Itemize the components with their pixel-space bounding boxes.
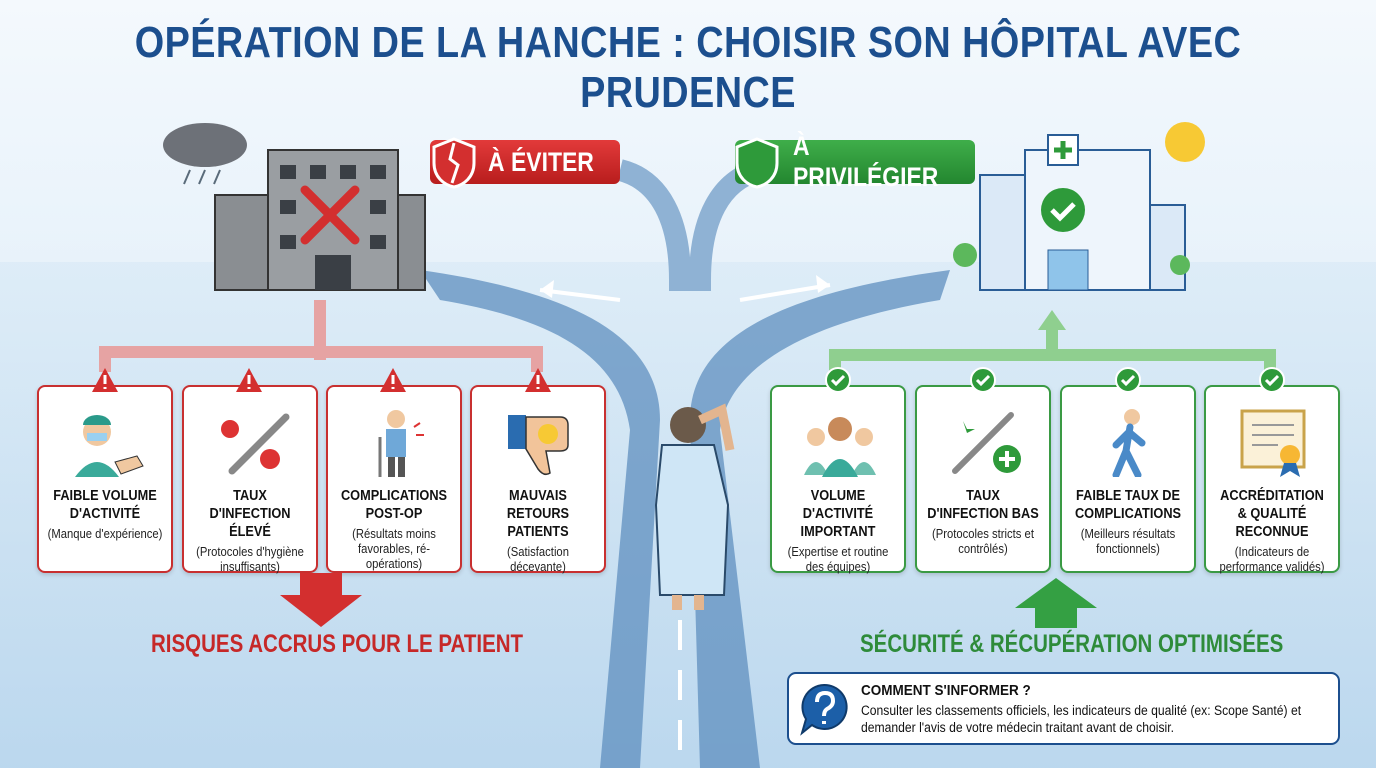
clean-scalpel-icon: [952, 412, 1021, 474]
check-shield-icon: [735, 137, 779, 189]
broken-shield-icon: [432, 137, 476, 189]
avoid-card-bad-reviews: MAUVAIS RETOURS PATIENTS (Satisfaction d…: [470, 385, 606, 574]
prefer-card-low-infection: TAUX D'INFECTION BAS (Protocoles stricts…: [915, 385, 1051, 573]
prefer-card-low-complications: FAIBLE TAUX DE COMPLICATIONS (Meilleurs …: [1060, 385, 1196, 573]
good-hospital-illustration: [953, 122, 1205, 291]
down-arrow-icon: [280, 573, 362, 627]
avoid-label: À ÉVITER: [488, 146, 594, 177]
prefer-conclusion: SÉCURITÉ & RÉCUPÉRATION OPTIMISÉES: [860, 630, 1284, 658]
check-icon: [1259, 367, 1285, 393]
warning-icon: [380, 368, 406, 392]
bacteria-scalpel-icon: [221, 413, 290, 475]
avoid-card-low-volume: FAIBLE VOLUME D'ACTIVITÉ (Manque d'expér…: [37, 385, 173, 573]
page-title: OPÉRATION DE LA HANCHE : CHOISIR SON HÔP…: [134, 18, 1242, 117]
check-icon: [825, 367, 851, 393]
check-icon: [970, 367, 996, 393]
check-icon: [1115, 367, 1141, 393]
question-bubble-icon: [800, 683, 848, 736]
medical-team-icon: [804, 417, 876, 477]
patient-illustration: [654, 403, 735, 610]
prefer-card-accreditation: ACCRÉDITATION & QUALITÉ RECONNUE (Indica…: [1204, 385, 1340, 574]
avoid-conclusion: RISQUES ACCRUS POUR LE PATIENT: [151, 630, 524, 658]
surgeon-handshake-icon: [75, 415, 144, 477]
prefer-label: À PRIVILÉGIER: [793, 131, 939, 192]
info-box: COMMENT S'INFORMER ? Consulter les class…: [787, 672, 1340, 745]
bad-hospital-illustration: [163, 123, 426, 291]
thumbs-down-icon: [508, 415, 569, 476]
up-arrow-icon: [1015, 578, 1097, 628]
warning-icon: [92, 368, 118, 392]
patient-crutch-icon: [378, 410, 424, 477]
warning-icon: [525, 368, 551, 392]
prefer-banner: À PRIVILÉGIER: [735, 131, 975, 192]
info-title: COMMENT S'INFORMER ?: [861, 682, 1031, 699]
avoid-card-complications: COMPLICATIONS POST-OP (Résultats moins f…: [326, 385, 462, 573]
prefer-card-high-volume: VOLUME D'ACTIVITÉ IMPORTANT (Expertise e…: [770, 385, 906, 574]
avoid-card-high-infection: TAUX D'INFECTION ÉLEVÉ (Protocoles d'hyg…: [182, 385, 318, 574]
walking-person-icon: [1112, 409, 1146, 477]
warning-icon: [236, 368, 262, 392]
info-text: Consulter les classements officiels, les…: [861, 703, 1302, 735]
certificate-icon: [1240, 409, 1306, 477]
